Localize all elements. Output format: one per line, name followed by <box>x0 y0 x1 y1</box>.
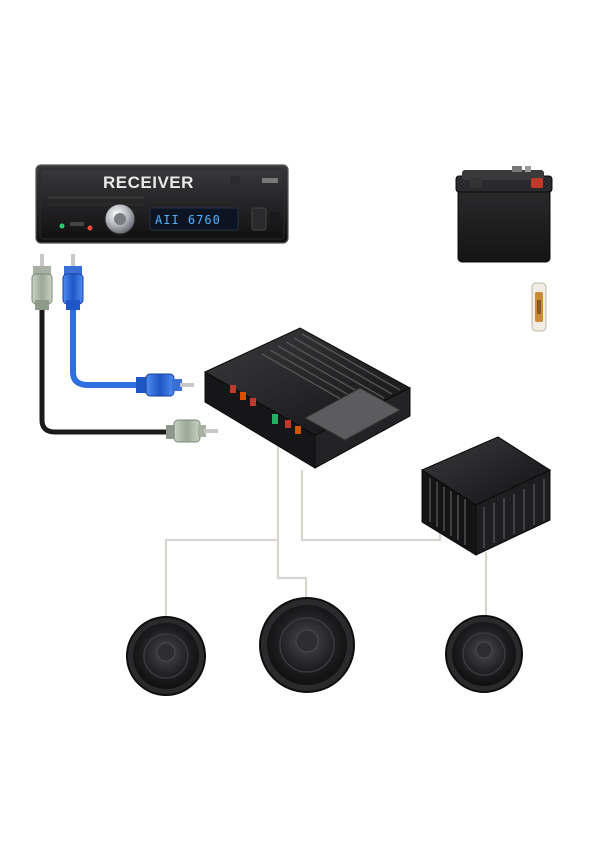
receiver-label: RECEIVER <box>103 173 194 192</box>
rca-plug-grey-right <box>166 419 218 443</box>
receiver: RECEIVER AII 6760 <box>35 164 289 244</box>
amplifier <box>203 327 412 469</box>
receiver-display <box>149 207 239 231</box>
speaker-center <box>259 597 355 693</box>
receiver-display-text: AII 6760 <box>155 213 221 227</box>
speaker-left <box>126 616 206 696</box>
rca-cable-blue <box>70 297 143 388</box>
rca-plug-grey-top <box>31 254 53 310</box>
subwoofer-amplifier <box>420 436 552 556</box>
rca-cables <box>31 254 218 443</box>
wire-amp-to-center-speaker <box>276 540 308 602</box>
rca-plug-blue-top <box>62 254 84 310</box>
wire-amp-to-sub-amp <box>300 470 442 542</box>
wire-amp-to-left-speaker <box>164 445 280 622</box>
speaker-wires <box>164 445 488 622</box>
inline-fuse <box>531 282 547 332</box>
battery <box>455 166 553 263</box>
rca-cable-black <box>39 297 173 435</box>
battery-positive-terminal <box>531 178 543 188</box>
rca-plug-blue-right <box>136 373 194 397</box>
speaker-right <box>445 615 523 693</box>
